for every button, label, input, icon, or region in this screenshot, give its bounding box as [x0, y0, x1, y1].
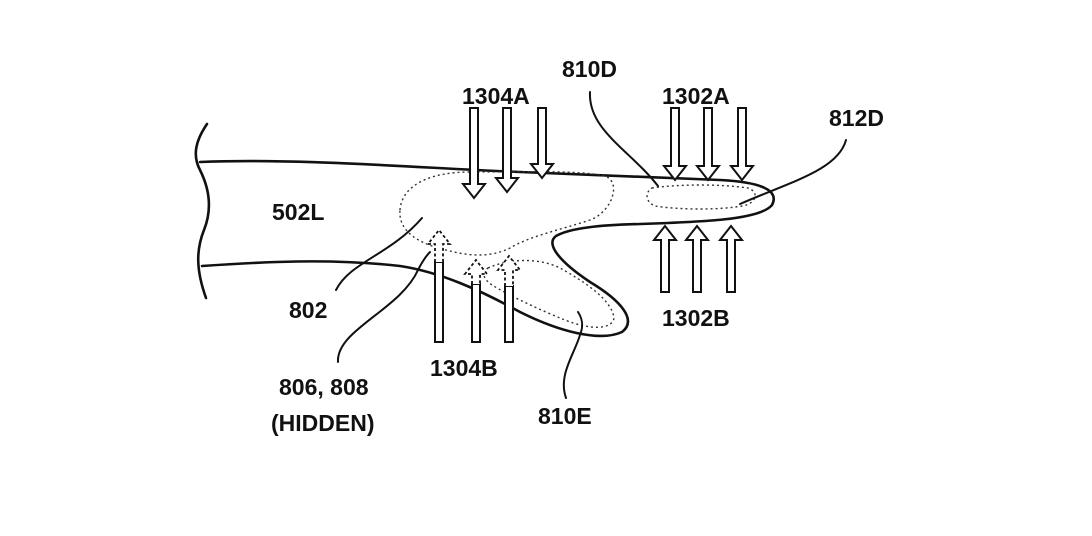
body-upper-edge — [198, 159, 775, 338]
label-1302b: 1302B — [662, 305, 730, 331]
label-1304a: 1304A — [462, 83, 530, 109]
arrow-1304b-3 — [504, 285, 514, 343]
arrow-1304b-2-head — [463, 258, 489, 284]
leader-806-808 — [336, 251, 431, 363]
leader-812d — [739, 139, 847, 205]
arrow-group-1304b — [426, 228, 522, 343]
arrow-1302b-2 — [683, 224, 711, 293]
label-810e: 810E — [538, 403, 592, 429]
leader-810d — [588, 91, 659, 187]
arrow-1304a-3 — [528, 107, 556, 180]
leader-810e — [562, 311, 584, 399]
label-1302a: 1302A — [662, 83, 730, 109]
region-802-hidden-outline — [399, 170, 615, 256]
arrow-1304b-1-head — [426, 228, 452, 262]
label-502l: 502L — [272, 199, 324, 225]
label-hidden: (HIDDEN) — [271, 410, 375, 436]
arrow-group-1302b — [651, 224, 745, 293]
arrow-1302a-1 — [661, 107, 689, 182]
body-left-cut-line — [194, 122, 211, 300]
label-1304b: 1304B — [430, 355, 498, 381]
arrow-1302a-2 — [694, 107, 722, 182]
arrow-1302a-3 — [728, 107, 756, 182]
arrow-1304a-2 — [493, 107, 521, 194]
label-802: 802 — [289, 297, 327, 323]
label-810d: 810D — [562, 56, 617, 82]
arrow-group-1302a — [661, 107, 756, 182]
lobe-810e-hidden-outline — [483, 259, 615, 328]
label-806-808: 806, 808 — [279, 374, 369, 400]
arrow-1304b-3-head — [496, 254, 522, 286]
arrow-1302b-1 — [651, 224, 679, 293]
arrow-1304a-1 — [460, 107, 488, 200]
lobe-810d-hidden-outline — [646, 184, 756, 210]
arrow-1302b-3 — [717, 224, 745, 293]
arrow-1304b-2 — [471, 283, 481, 343]
label-812d: 812D — [829, 105, 884, 131]
leader-802 — [335, 217, 423, 291]
arrow-group-1304a — [460, 107, 556, 200]
arrow-1304b-1 — [434, 261, 444, 343]
